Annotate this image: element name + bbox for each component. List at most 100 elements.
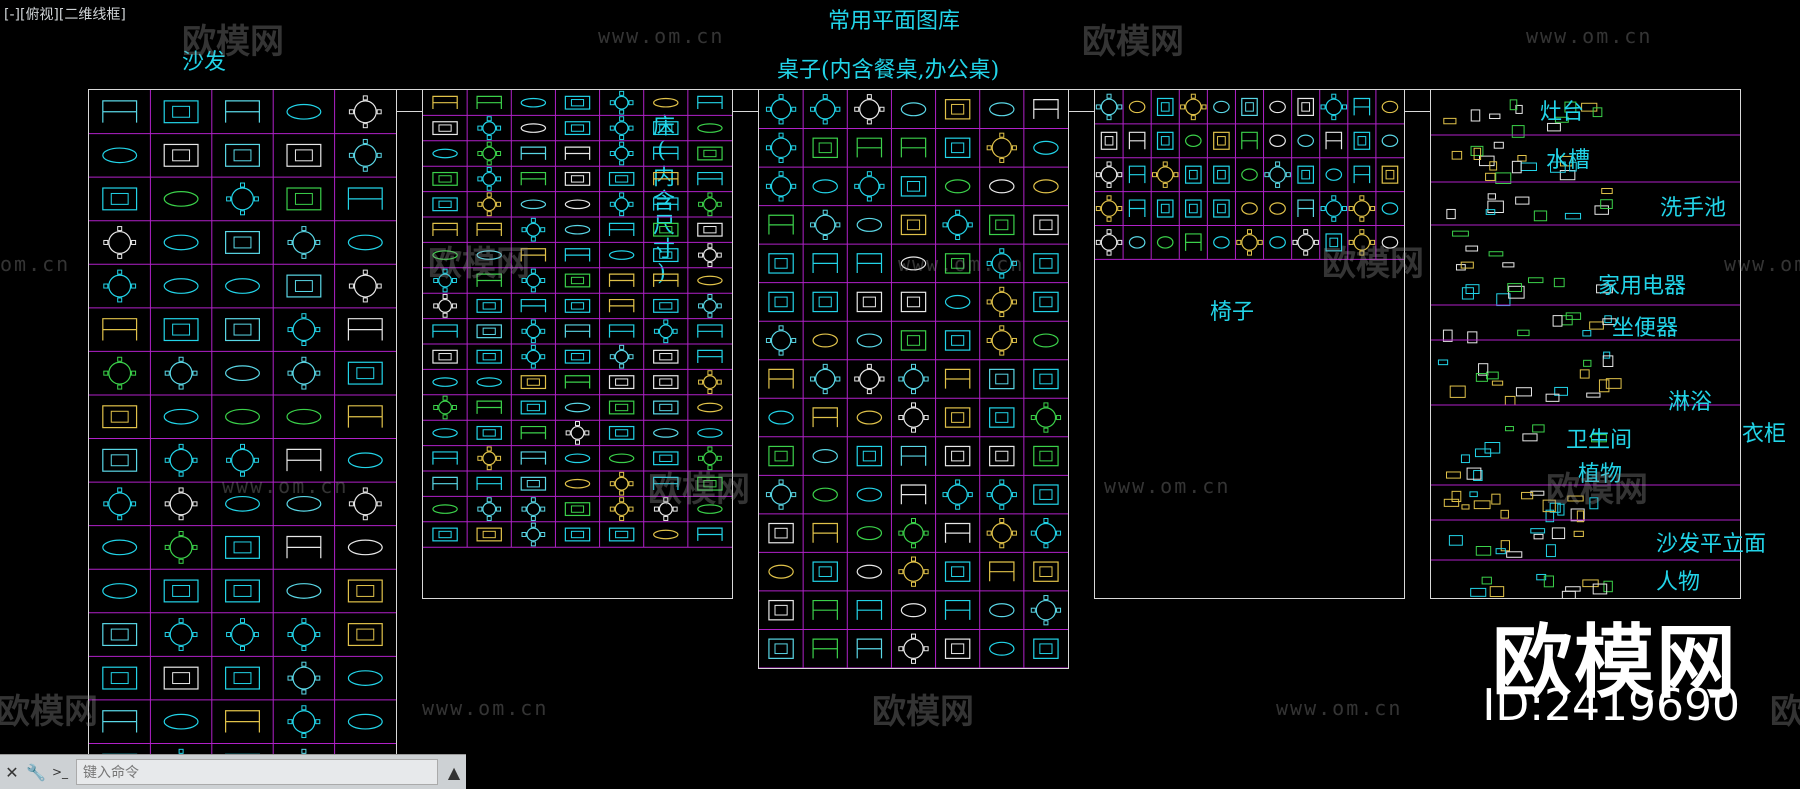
cad-block-symbol[interactable] xyxy=(521,522,546,547)
cad-block-symbol[interactable] xyxy=(477,141,502,166)
cad-block-symbol[interactable] xyxy=(697,324,723,338)
table-panel[interactable] xyxy=(758,89,1069,669)
cad-block-symbol[interactable] xyxy=(768,638,794,659)
cad-block-symbol[interactable] xyxy=(347,539,383,556)
cad-block-symbol[interactable] xyxy=(609,116,634,140)
cad-block-symbol[interactable] xyxy=(989,102,1015,117)
cad-block-symbol[interactable] xyxy=(163,100,199,124)
cad-block-symbol[interactable] xyxy=(225,230,260,254)
cad-block-symbol[interactable] xyxy=(1530,528,1546,534)
cad-block-symbol[interactable] xyxy=(900,291,927,313)
cad-block-symbol[interactable] xyxy=(608,375,635,390)
cad-block-symbol[interactable] xyxy=(287,356,321,390)
cad-block-symbol[interactable] xyxy=(854,94,885,125)
cad-block-symbol[interactable] xyxy=(989,445,1015,467)
cad-block-symbol[interactable] xyxy=(287,618,321,651)
cad-block-symbol[interactable] xyxy=(1473,147,1482,160)
cad-block-symbol[interactable] xyxy=(900,102,927,117)
cad-block-symbol[interactable] xyxy=(347,234,383,251)
cad-block-symbol[interactable] xyxy=(1508,285,1525,299)
cad-block-symbol[interactable] xyxy=(653,476,679,491)
cad-block-symbol[interactable] xyxy=(564,248,591,262)
cad-block-symbol[interactable] xyxy=(1325,131,1343,150)
cad-block-symbol[interactable] xyxy=(1033,484,1059,505)
cad-block-symbol[interactable] xyxy=(856,526,883,541)
cad-block-symbol[interactable] xyxy=(102,405,138,429)
cad-block-symbol[interactable] xyxy=(1446,208,1456,220)
cad-block-symbol[interactable] xyxy=(1445,471,1461,479)
cad-block-symbol[interactable] xyxy=(608,250,635,260)
cad-block-symbol[interactable] xyxy=(347,187,383,210)
cad-block-symbol[interactable] xyxy=(856,137,883,158)
cad-block-symbol[interactable] xyxy=(653,222,679,237)
cad-block-symbol[interactable] xyxy=(812,599,838,620)
cad-block-symbol[interactable] xyxy=(653,298,679,313)
cad-block-symbol[interactable] xyxy=(765,325,797,356)
cad-block-symbol[interactable] xyxy=(989,561,1015,582)
cad-block-symbol[interactable] xyxy=(812,179,838,194)
cad-block-symbol[interactable] xyxy=(1559,170,1576,181)
cad-block-symbol[interactable] xyxy=(1486,371,1499,380)
cad-block-symbol[interactable] xyxy=(698,370,722,394)
cad-block-symbol[interactable] xyxy=(1536,573,1547,581)
cad-block-symbol[interactable] xyxy=(521,268,546,293)
cad-block-symbol[interactable] xyxy=(564,502,591,517)
cad-block-symbol[interactable] xyxy=(286,495,322,512)
cad-block-symbol[interactable] xyxy=(564,324,591,338)
cad-block-symbol[interactable] xyxy=(1515,387,1532,397)
cad-block-symbol[interactable] xyxy=(225,318,260,342)
cad-block-symbol[interactable] xyxy=(1381,165,1399,184)
cad-block-symbol[interactable] xyxy=(1443,498,1460,507)
cad-block-symbol[interactable] xyxy=(812,253,838,274)
cad-block-symbol[interactable] xyxy=(1325,168,1343,181)
cad-block-symbol[interactable] xyxy=(1491,380,1504,386)
cad-block-symbol[interactable] xyxy=(697,402,723,413)
cad-block-symbol[interactable] xyxy=(900,256,927,271)
cad-block-symbol[interactable] xyxy=(1033,253,1059,274)
cad-block-symbol[interactable] xyxy=(1470,109,1481,122)
cad-block-symbol[interactable] xyxy=(163,191,199,207)
cad-block-symbol[interactable] xyxy=(477,167,502,191)
cad-block-symbol[interactable] xyxy=(348,269,382,303)
cad-block-symbol[interactable] xyxy=(1095,93,1123,121)
cad-block-symbol[interactable] xyxy=(1213,131,1230,150)
cad-block-symbol[interactable] xyxy=(164,487,198,521)
cad-block-symbol[interactable] xyxy=(226,443,259,477)
cad-block-symbol[interactable] xyxy=(1269,236,1286,249)
cad-block-symbol[interactable] xyxy=(286,408,322,425)
cad-block-symbol[interactable] xyxy=(1297,199,1315,217)
cad-block-symbol[interactable] xyxy=(1033,368,1059,390)
cad-block-symbol[interactable] xyxy=(520,425,547,440)
cad-block-symbol[interactable] xyxy=(520,123,547,133)
cad-block-symbol[interactable] xyxy=(520,171,547,186)
cad-block-symbol[interactable] xyxy=(102,187,138,211)
cad-block-symbol[interactable] xyxy=(1452,230,1469,237)
cad-block-symbol[interactable] xyxy=(1547,122,1561,132)
cad-block-symbol[interactable] xyxy=(1533,210,1548,222)
cad-block-symbol[interactable] xyxy=(1603,351,1611,359)
cad-block-symbol[interactable] xyxy=(1320,93,1347,121)
cad-block-symbol[interactable] xyxy=(608,400,635,415)
cad-block-symbol[interactable] xyxy=(1528,277,1544,284)
cad-block-symbol[interactable] xyxy=(1297,97,1315,116)
cad-block-symbol[interactable] xyxy=(1470,145,1484,156)
cad-block-symbol[interactable] xyxy=(163,579,199,603)
cad-block-symbol[interactable] xyxy=(432,451,458,465)
cad-block-symbol[interactable] xyxy=(103,487,137,521)
cad-block-symbol[interactable] xyxy=(1241,131,1258,150)
cad-block-symbol[interactable] xyxy=(1465,284,1480,294)
cad-block-symbol[interactable] xyxy=(432,377,458,387)
cad-block-symbol[interactable] xyxy=(697,146,723,161)
cad-block-symbol[interactable] xyxy=(812,137,838,159)
cad-block-symbol[interactable] xyxy=(1128,165,1146,184)
cad-block-symbol[interactable] xyxy=(812,638,838,659)
cad-block-symbol[interactable] xyxy=(1213,199,1230,218)
cad-block-symbol[interactable] xyxy=(520,451,547,465)
cad-block-symbol[interactable] xyxy=(900,445,927,466)
cad-block-symbol[interactable] xyxy=(564,146,591,160)
cad-block-symbol[interactable] xyxy=(608,324,635,338)
cad-block-symbol[interactable] xyxy=(1592,583,1608,595)
cad-block-symbol[interactable] xyxy=(810,363,841,395)
cad-block-symbol[interactable] xyxy=(1353,131,1371,150)
cad-block-symbol[interactable] xyxy=(1603,580,1613,593)
